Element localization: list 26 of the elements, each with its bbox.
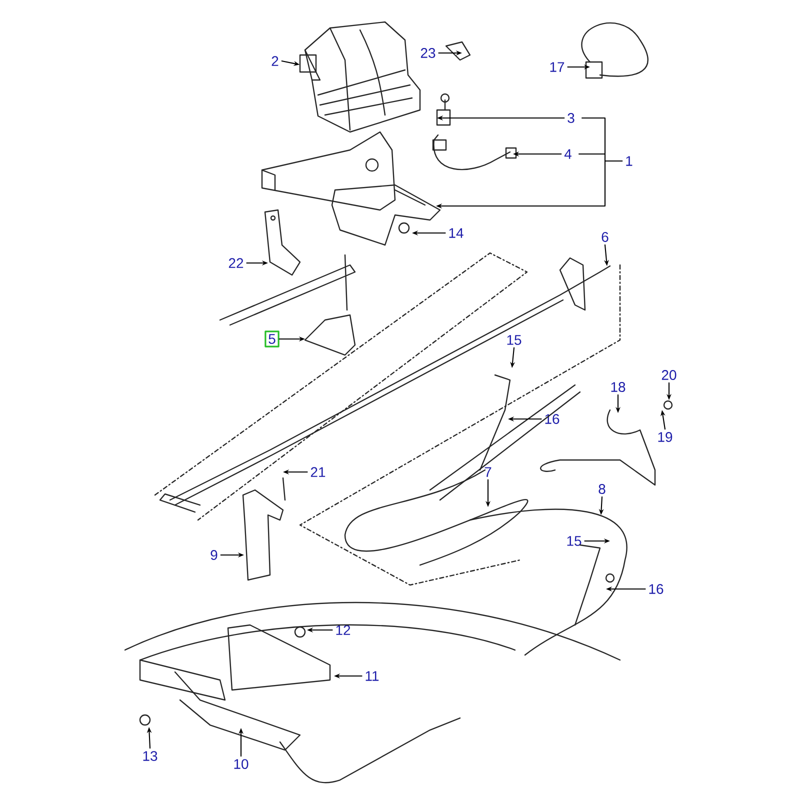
- callout-number: 4: [564, 149, 572, 159]
- callout-number: 16: [649, 584, 664, 594]
- callout-number: 12: [336, 625, 350, 635]
- callout-number: 15: [567, 536, 582, 546]
- callout-number: 19: [658, 432, 672, 442]
- callout-number: 18: [611, 382, 626, 392]
- callout-number: 22: [228, 258, 244, 268]
- callout-number: 15: [507, 335, 522, 345]
- callout-number: 6: [602, 232, 608, 242]
- callout-number: 11: [366, 671, 379, 681]
- callout-number: 1: [626, 156, 632, 166]
- callout-number: 16: [545, 414, 560, 424]
- callout-number: 14: [449, 228, 464, 238]
- callout-number: 5: [264, 330, 280, 348]
- callout-number: 2: [272, 56, 278, 66]
- callout-number: 10: [234, 759, 248, 769]
- boot-drawing: [299, 21, 421, 133]
- callout-number: 3: [568, 113, 574, 123]
- callout-number: 21: [310, 467, 326, 477]
- callout-number: 20: [662, 370, 676, 380]
- callout-number: 8: [598, 484, 606, 494]
- callout-number: 13: [143, 751, 158, 761]
- callout-number: 9: [210, 550, 218, 560]
- callout-number: 17: [550, 62, 564, 72]
- callout-number: 23: [420, 48, 436, 58]
- callout-number: 7: [484, 467, 492, 477]
